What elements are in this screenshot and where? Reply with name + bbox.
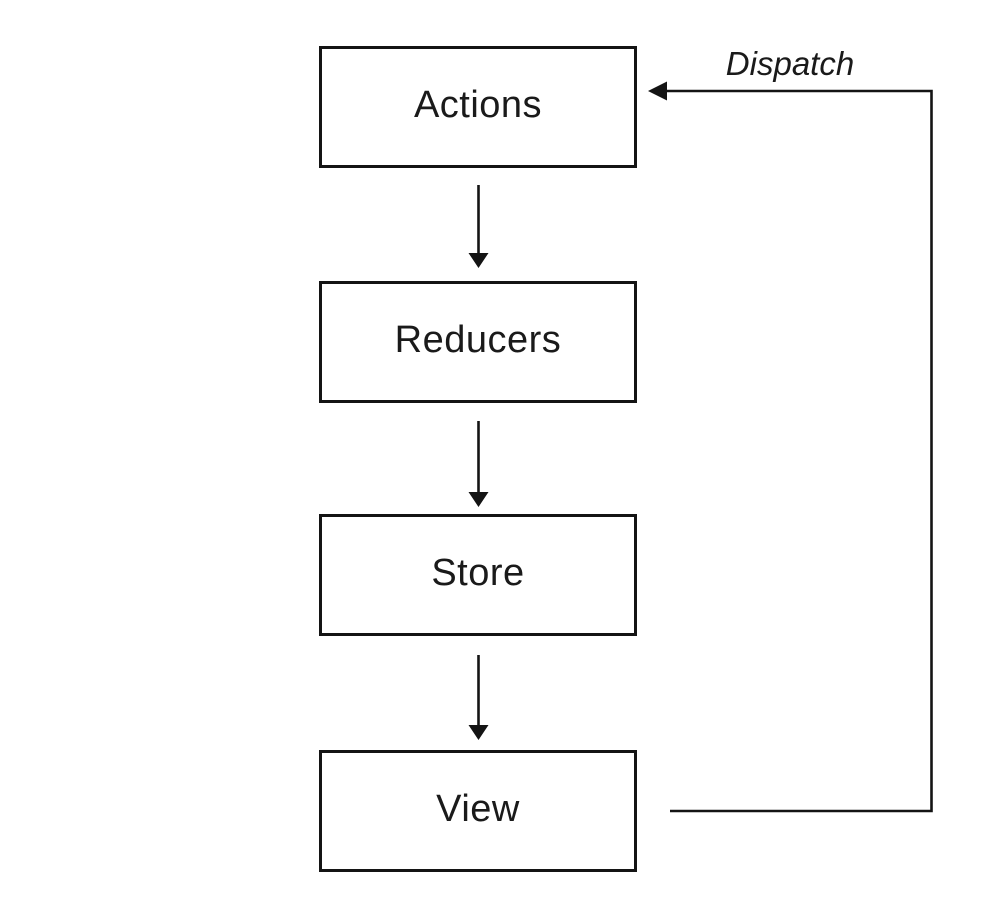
node-actions-label: Actions (413, 84, 543, 126)
node-actions: Actions (319, 46, 637, 168)
node-reducers-label: Reducers (394, 319, 562, 361)
arrowhead-left-icon (648, 81, 667, 101)
edge-actions-to-reducers (468, 185, 489, 268)
node-view: View (319, 750, 637, 872)
dispatch-edge-label: Dispatch (725, 45, 855, 82)
arrowhead-down-icon (468, 492, 489, 507)
node-store-label: Store (431, 552, 525, 594)
node-store: Store (319, 514, 637, 636)
edge-store-to-view (468, 655, 489, 740)
arrowhead-down-icon (468, 725, 489, 740)
node-reducers: Reducers (319, 281, 637, 403)
edge-reducers-to-store (468, 421, 489, 507)
node-view-label: View (436, 788, 520, 830)
arrowhead-down-icon (468, 253, 489, 268)
edge-view-to-actions-dispatch (648, 81, 933, 813)
